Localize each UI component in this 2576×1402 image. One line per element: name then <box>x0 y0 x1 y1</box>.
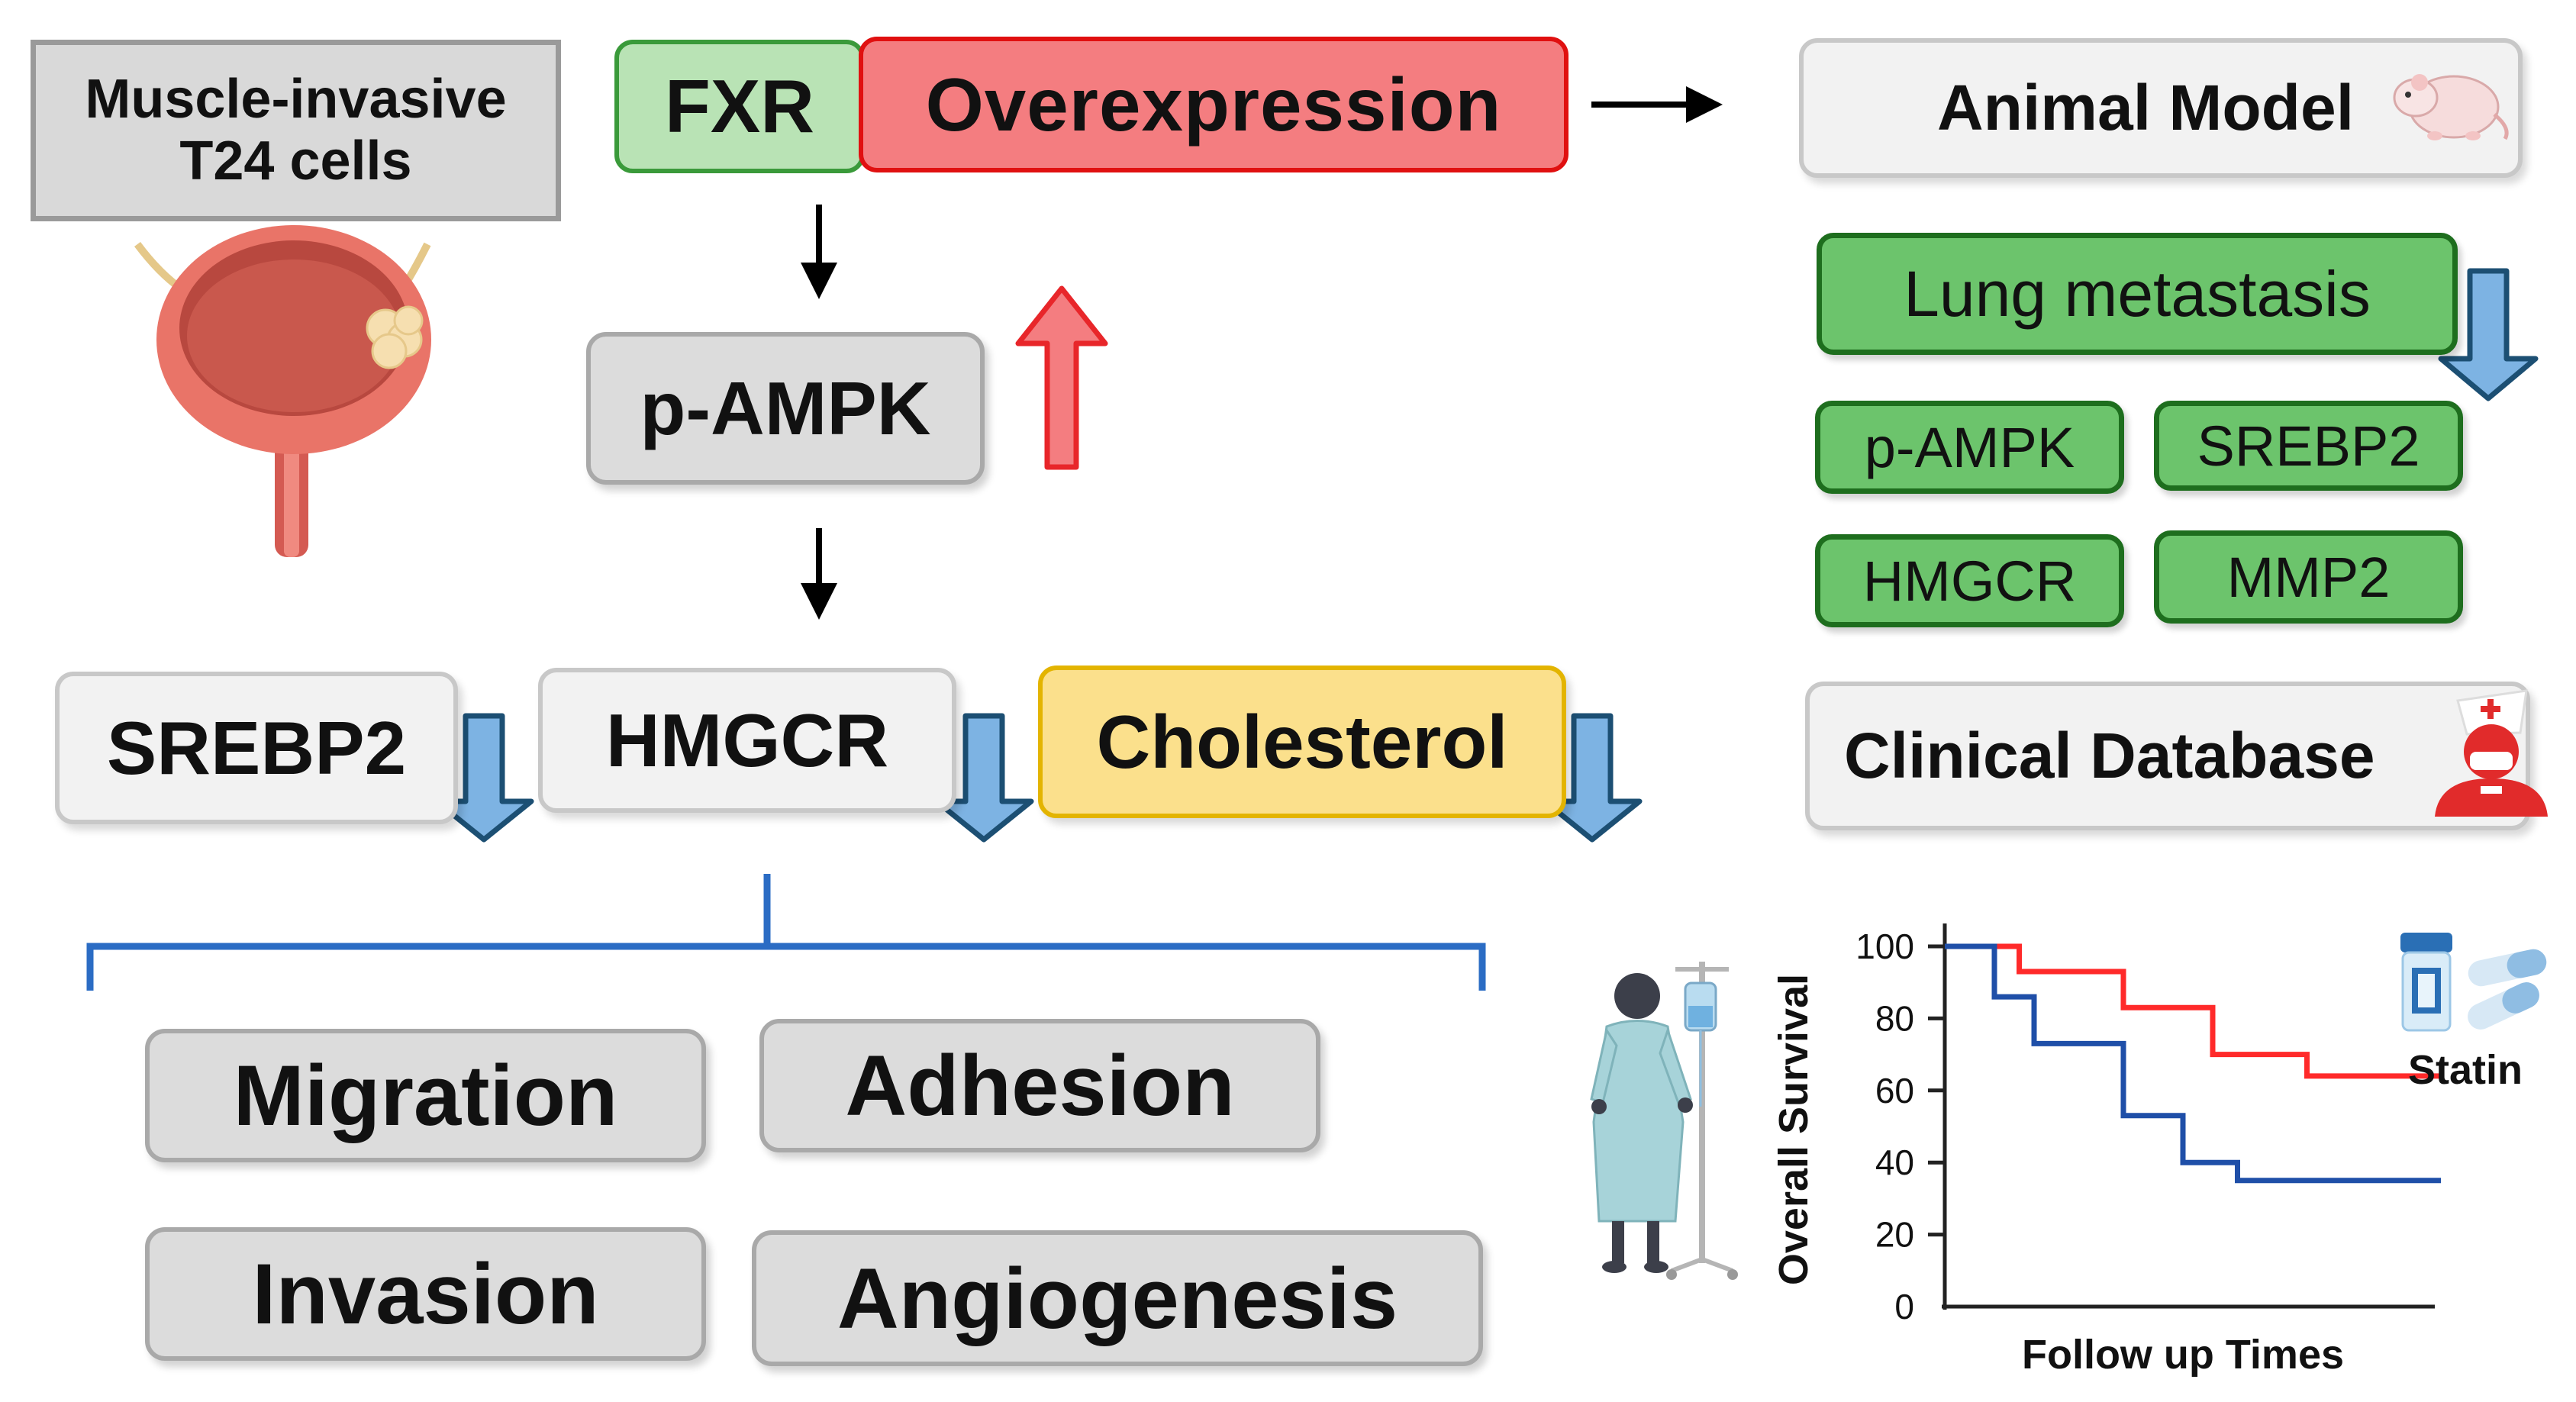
hmgcr-label: HMGCR <box>605 698 889 782</box>
adhesion-label: Adhesion <box>845 1038 1235 1133</box>
fxr-label: FXR <box>665 64 814 148</box>
chart-ticks: 0 20 40 60 80 100 <box>1855 927 1945 1326</box>
cholesterol-box: Cholesterol <box>1038 666 1566 818</box>
chart-series <box>1945 943 2441 1184</box>
down-arrow-icon <box>933 713 1034 843</box>
marker-hmgcr-box: HMGCR <box>1815 534 2124 627</box>
y-tick-label: 100 <box>1855 927 1914 966</box>
y-tick-label: 40 <box>1875 1143 1914 1182</box>
invasion-box: Invasion <box>145 1227 706 1361</box>
migration-box: Migration <box>145 1029 706 1162</box>
marker-pampk-label: p-AMPK <box>1864 415 2075 479</box>
srebp2-box: SREBP2 <box>55 672 458 824</box>
down-arrow-icon <box>434 713 534 843</box>
invasion-label: Invasion <box>252 1246 599 1342</box>
chart-axes <box>1942 923 2435 1310</box>
cell-type-line1: Muscle-invasive <box>85 69 507 131</box>
marker-hmgcr-label: HMGCR <box>1862 549 2077 613</box>
y-tick-label: 60 <box>1875 1071 1914 1110</box>
lung-metastasis-label: Lung metastasis <box>1904 257 2371 330</box>
overexpression-box: Overexpression <box>859 37 1568 172</box>
animal-model-label: Animal Model <box>1937 72 2355 143</box>
y-axis-label: Overall Survival <box>1771 974 1817 1285</box>
x-axis-label: Follow up Times <box>2022 1332 2344 1378</box>
overexpression-label: Overexpression <box>925 62 1502 147</box>
down-arrow-icon <box>1542 713 1643 843</box>
y-tick-label: 80 <box>1875 998 1914 1038</box>
effects-bracket <box>86 874 1486 991</box>
fxr-box: FXR <box>614 40 865 173</box>
hmgcr-box: HMGCR <box>538 668 956 813</box>
marker-srebp2-label: SREBP2 <box>2197 414 2420 478</box>
migration-label: Migration <box>233 1048 618 1143</box>
angiogenesis-label: Angiogenesis <box>837 1250 1398 1346</box>
marker-mmp2-box: MMP2 <box>2154 530 2463 624</box>
cell-type-label: Muscle-invasive T24 cells <box>31 40 561 221</box>
adhesion-box: Adhesion <box>759 1019 1320 1152</box>
up-arrow-icon <box>1015 285 1108 470</box>
clinical-database-label: Clinical Database <box>1844 720 2375 791</box>
control-survival-curve <box>1945 943 2441 1184</box>
statin-survival-curve <box>1945 943 2441 1079</box>
marker-mmp2-label: MMP2 <box>2226 545 2391 609</box>
y-tick-label: 0 <box>1894 1287 1914 1326</box>
lung-metastasis-box: Lung metastasis <box>1817 233 2458 355</box>
pampk-label: p-AMPK <box>640 366 931 450</box>
statin-series-label: Statin <box>2408 1047 2523 1093</box>
y-tick-label: 20 <box>1875 1215 1914 1255</box>
pampk-box: p-AMPK <box>586 332 985 485</box>
down-arrow-icon <box>2438 268 2539 401</box>
marker-srebp2-box: SREBP2 <box>2154 401 2463 491</box>
srebp2-label: SREBP2 <box>106 705 407 790</box>
angiogenesis-box: Angiogenesis <box>752 1230 1483 1366</box>
clinical-database-box: Clinical Database <box>1805 682 2530 830</box>
cholesterol-label: Cholesterol <box>1096 699 1508 784</box>
cell-type-line2: T24 cells <box>179 131 412 192</box>
marker-pampk-box: p-AMPK <box>1815 401 2124 494</box>
